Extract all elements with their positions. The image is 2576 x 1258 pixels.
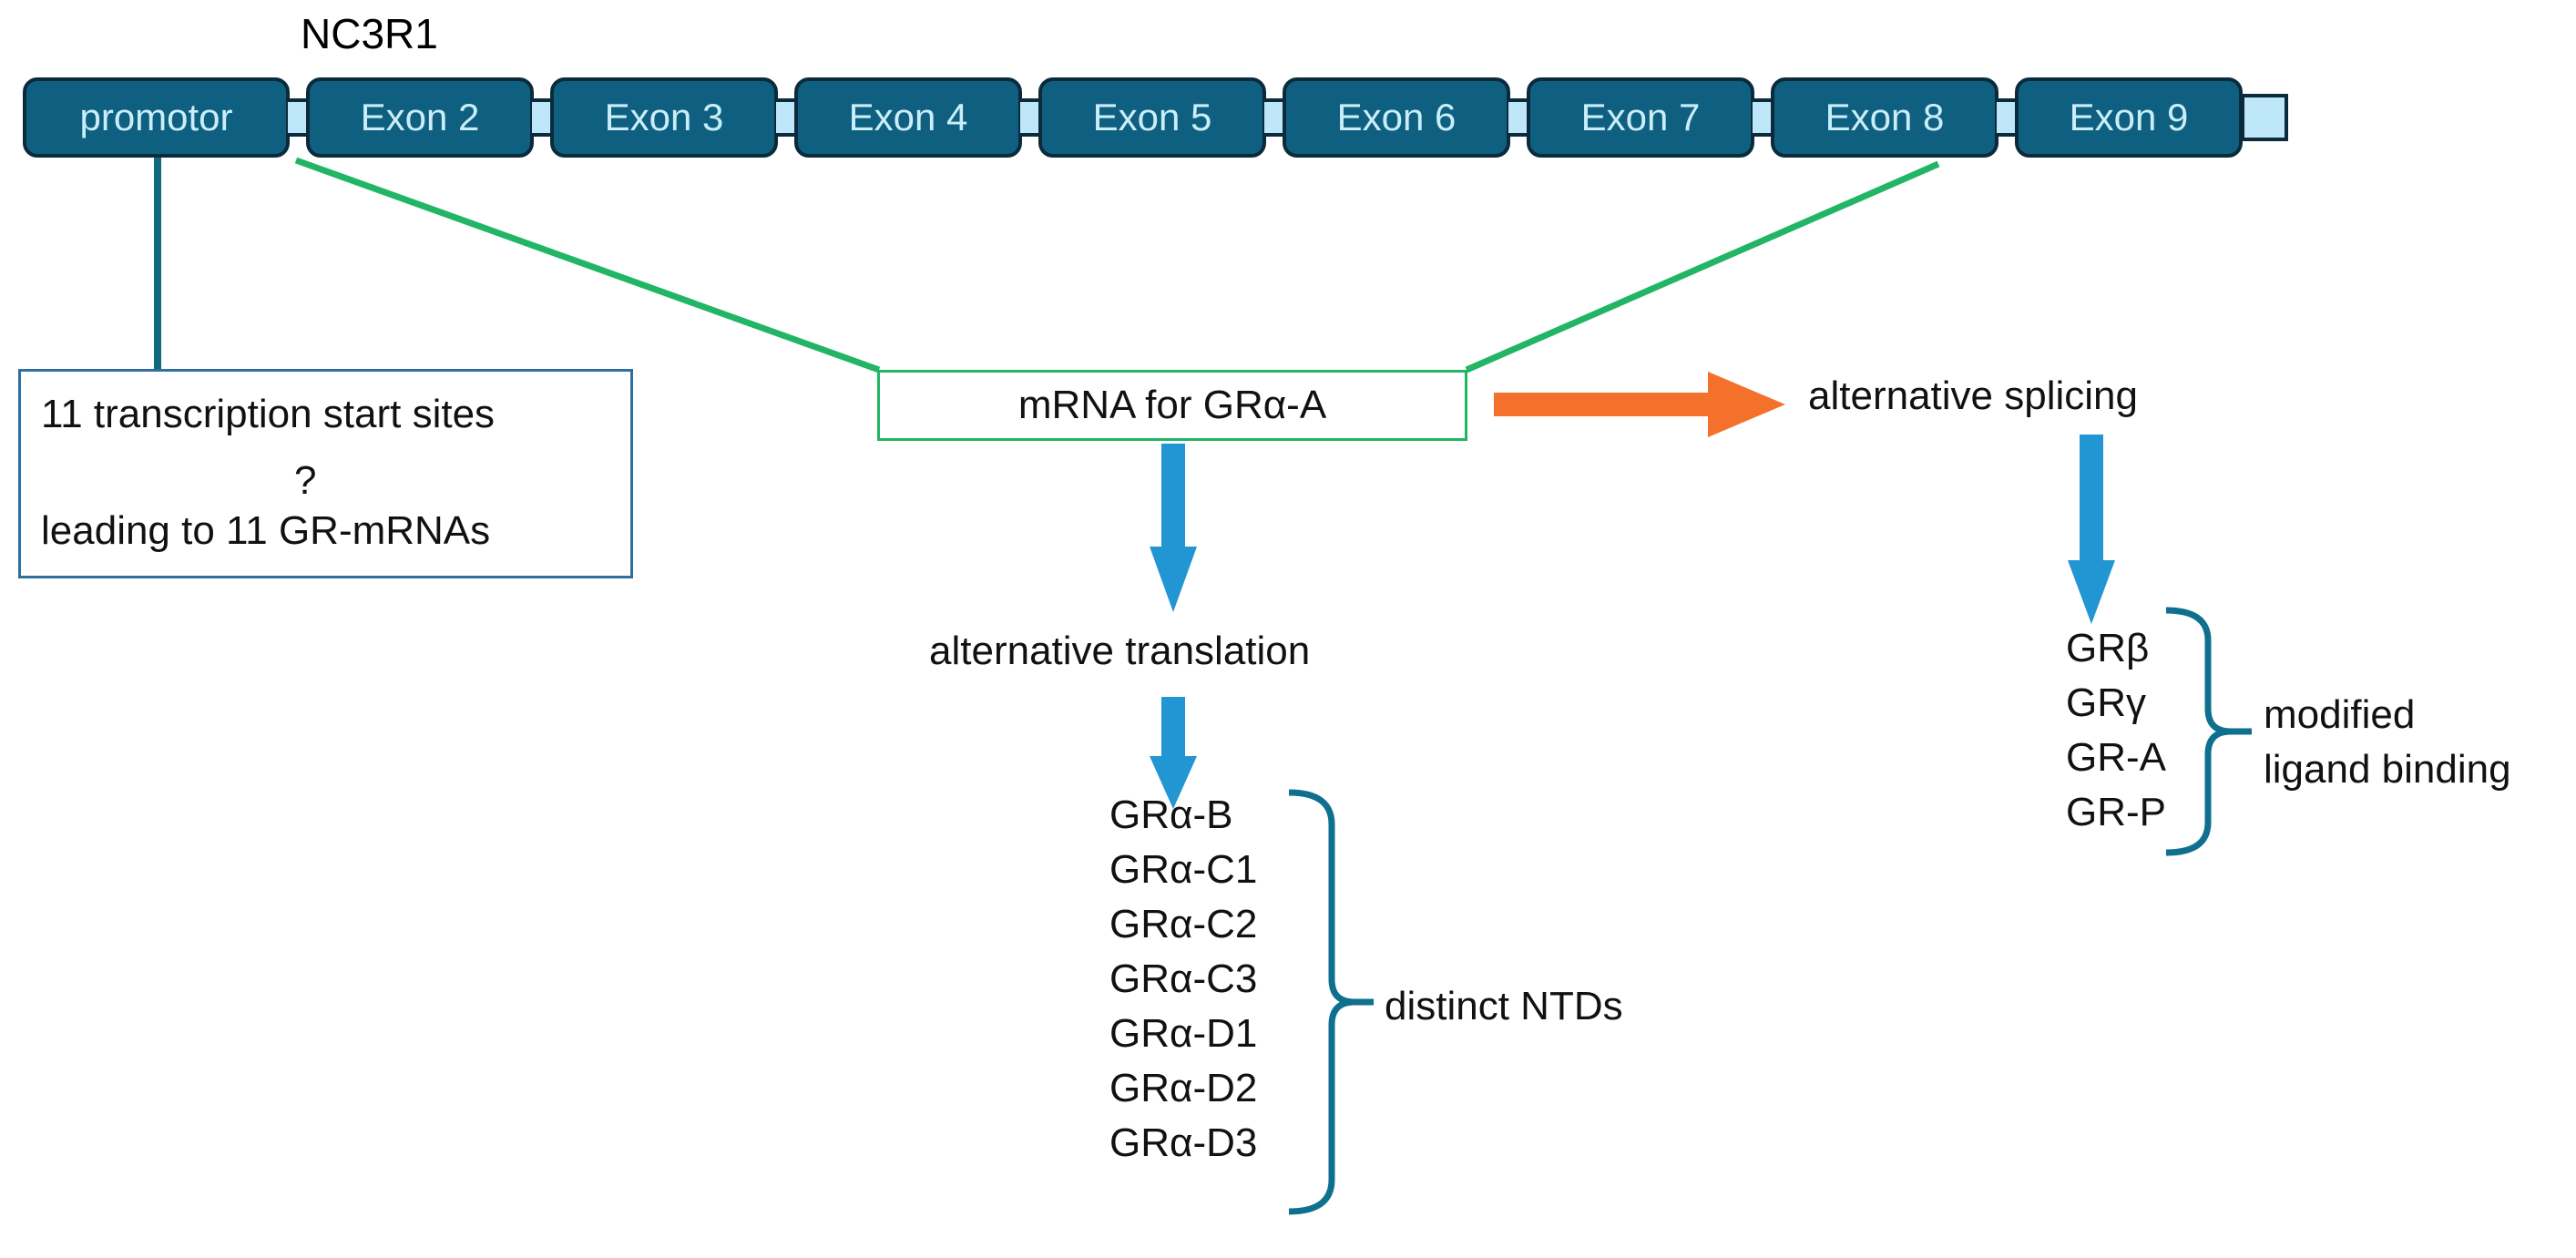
- orange-arrow-to-splicing: [1494, 372, 1785, 437]
- green-line-right: [1465, 160, 1940, 373]
- transcription-start-sites-panel: 11 transcription start sites ? leading t…: [18, 369, 633, 578]
- alternative-translation-label: alternative translation: [929, 629, 1311, 673]
- gene-name-label: NC3R1: [301, 10, 438, 57]
- gene-segment-exon-9[interactable]: Exon 9: [2015, 77, 2243, 158]
- distinct-ntds-annotation: distinct NTDs: [1385, 984, 1623, 1028]
- exon-linker: [776, 98, 796, 137]
- gene-segment-exon-5[interactable]: Exon 5: [1038, 77, 1266, 158]
- blue-arrow-to-translation: [1150, 444, 1197, 612]
- brace-modified-ligand-binding: [2165, 607, 2252, 856]
- exon-linker: [532, 98, 552, 137]
- translation-products-list: GRα-B GRα-C1 GRα-C2 GRα-C3 GRα-D1 GRα-D2…: [1109, 788, 1257, 1171]
- list-item: GRα-D3: [1109, 1120, 1258, 1165]
- blue-arrow-to-splice-products: [2068, 435, 2115, 624]
- gene-segment-exon-8[interactable]: Exon 8: [1771, 77, 1998, 158]
- mrna-label: mRNA for GRα-A: [1017, 383, 1327, 427]
- gene-segment-exon-6[interactable]: Exon 6: [1283, 77, 1510, 158]
- gene-segment-exon-3[interactable]: Exon 3: [550, 77, 778, 158]
- utr-tail-box: [2241, 94, 2288, 141]
- gene-segment-exon-2[interactable]: Exon 2: [306, 77, 534, 158]
- list-item: GRα-D1: [1109, 1011, 1258, 1056]
- tss-headline: 11 transcription start sites: [41, 392, 496, 436]
- gene-structure-bar: promotor Exon 2 Exon 3 Exon 4 Exon 5 Exo…: [23, 77, 2288, 158]
- mrna-box[interactable]: mRNA for GRα-A: [877, 370, 1467, 441]
- exon-linker: [1020, 98, 1040, 137]
- modified-ligand-binding-line1: modified: [2264, 692, 2416, 737]
- brace-distinct-ntds: [1288, 789, 1374, 1215]
- list-item: GRα-D2: [1109, 1066, 1258, 1110]
- gene-segment-exon-4[interactable]: Exon 4: [794, 77, 1022, 158]
- modified-ligand-binding-line2: ligand binding: [2264, 747, 2511, 792]
- alternative-splicing-label: alternative splicing: [1808, 373, 2138, 418]
- exon-linker: [1508, 98, 1528, 137]
- list-item: GRβ: [2066, 626, 2150, 670]
- list-item: GR-A: [2066, 735, 2166, 780]
- gene-segment-promotor[interactable]: promotor: [23, 77, 290, 158]
- list-item: GRα-C3: [1109, 956, 1258, 1001]
- list-item: GRα-C1: [1109, 847, 1258, 892]
- tss-question-mark: ?: [294, 458, 317, 503]
- exon-linker: [1264, 98, 1284, 137]
- list-item: GRα-C2: [1109, 902, 1258, 946]
- exon-linker: [1997, 98, 2017, 137]
- list-item: GRα-B: [1109, 793, 1233, 837]
- exon-linker: [288, 98, 308, 137]
- exon-linker: [1753, 98, 1773, 137]
- tss-result-text: leading to 11 GR-mRNAs: [41, 508, 491, 553]
- splicing-products-list: GRβ GRγ GR-A GR-P: [2066, 621, 2166, 840]
- gene-segment-exon-7[interactable]: Exon 7: [1527, 77, 1754, 158]
- list-item: GR-P: [2066, 790, 2166, 834]
- list-item: GRγ: [2066, 680, 2146, 725]
- green-line-left: [294, 157, 881, 373]
